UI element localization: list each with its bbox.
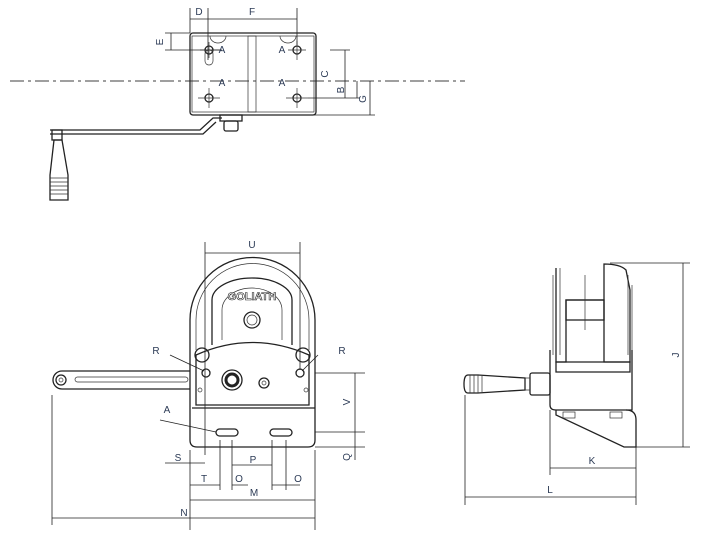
dim-label-a: A [164, 405, 171, 416]
dim-label-o: O [294, 474, 302, 485]
slot-hole [215, 428, 239, 437]
top-view: D F E C B G A A A A [10, 7, 465, 201]
crank-grip [463, 372, 551, 396]
base-plate [189, 32, 317, 116]
dim-label-g: G [358, 95, 369, 103]
crank-arm [52, 370, 190, 390]
dim-label-b: B [336, 86, 347, 93]
center-rib [247, 35, 257, 113]
drum-axle [243, 311, 261, 329]
dim-label-j: J [671, 353, 682, 358]
dim-label-r: R [152, 346, 159, 357]
drum-housing [211, 277, 293, 345]
base-bracket [555, 409, 637, 448]
dim-label-v: V [342, 398, 353, 405]
dim-label-o: O [235, 474, 243, 485]
hole-label-a: A [219, 78, 226, 89]
dim-label-d: D [195, 7, 202, 18]
hole-r [201, 368, 211, 378]
dim-label-f: F [249, 7, 255, 18]
dim-label-u: U [248, 240, 255, 251]
crank-handle [49, 114, 243, 201]
mounting-hole [286, 88, 308, 108]
side-view: J K L [463, 262, 690, 505]
dim-label-c: C [320, 70, 331, 77]
goliath-logo: GOLIATH [228, 291, 277, 303]
hole-label-a: A [219, 45, 226, 56]
dim-label-m: M [250, 488, 258, 499]
mounting-hole [198, 88, 220, 108]
dim-label-e: E [155, 38, 166, 45]
slot-hole [269, 428, 293, 437]
dim-label-n: N [180, 508, 187, 519]
winch-body [189, 256, 316, 448]
front-view: GOLIATH U R R A V Q S P T O O M N [51, 240, 365, 530]
dim-label-p: P [250, 455, 257, 466]
dim-label-t: T [201, 474, 207, 485]
gear-shaft [221, 369, 243, 391]
dim-label-k: K [589, 456, 596, 467]
hole-label-a: A [279, 45, 286, 56]
dim-label-s: S [175, 453, 182, 464]
dim-label-q: Q [342, 453, 353, 461]
hole-label-a: A [279, 78, 286, 89]
dim-label-r: R [338, 346, 345, 357]
dim-label-l: L [547, 485, 553, 496]
